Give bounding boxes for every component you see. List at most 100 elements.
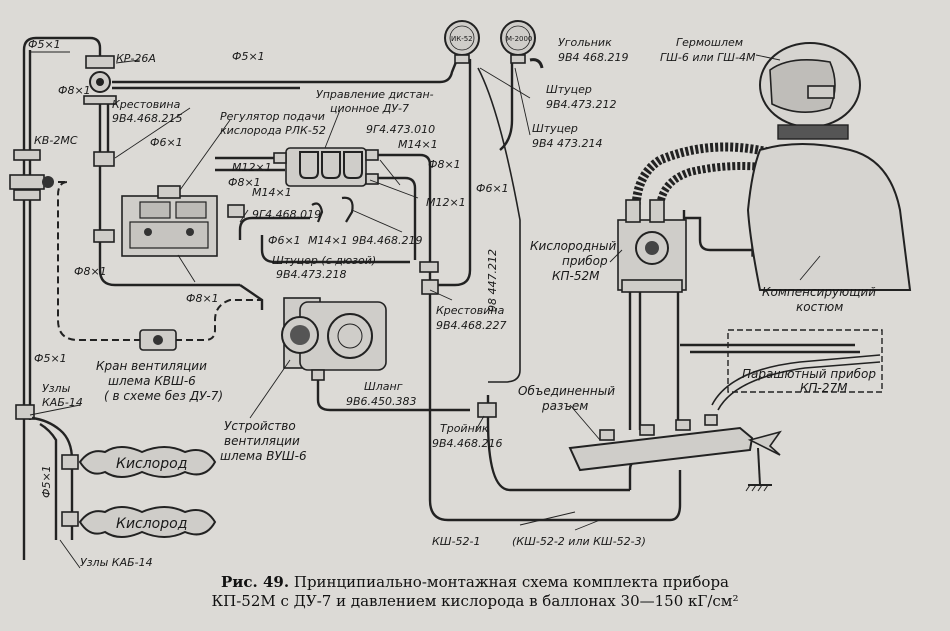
vush6-ventilation-device-icon: [281, 297, 387, 381]
label-uzly-kab-bottom: Узлы КАБ-14: [80, 556, 153, 569]
dashed-kvsh-line: [57, 181, 140, 341]
label-m14x1-c: М14×1: [308, 234, 348, 247]
label-kran-2: шлема КВШ-6: [108, 374, 196, 388]
label-kislorodny-2: прибор: [562, 254, 608, 268]
krestovina-fitting-icon: [93, 151, 115, 167]
regulator-rlk52-icon: [121, 185, 218, 257]
label-shtucer-2: Штуцер: [532, 122, 578, 135]
label-ksh52-23: (КШ-52-2 или КШ-52-3): [512, 535, 646, 548]
label-kr26a: КР-26А: [116, 52, 156, 65]
label-troinik-code: 9В4.468.216: [432, 437, 503, 450]
caption-fig-number: Рис. 49.: [220, 573, 290, 591]
label-upravlenie-1: Управление дистан-: [316, 88, 434, 101]
label-ugolnik: Угольник: [558, 36, 612, 49]
label-98-447-212: 98 447.212: [486, 249, 499, 312]
oxygen-cylinder-1-icon: [78, 446, 217, 478]
label-9g4-468-019: 9Г4.468.019: [252, 208, 321, 221]
label-d8x1-b: Ф8×1: [228, 176, 261, 189]
troinik-fitting-icon: [477, 402, 497, 418]
caption-line-2: КП-52М с ДУ-7 и давлением кислорода в ба…: [211, 592, 739, 610]
label-kompens-2: костюм: [796, 300, 843, 314]
label-germoshlem: Гермошлем: [676, 36, 743, 49]
regulator-left-pipe: [98, 100, 240, 287]
label-ustroistvo-3: шлема ВУШ-6: [220, 449, 307, 463]
top-left-pipe: [22, 36, 102, 62]
oxygen-cylinder-2-icon: [78, 506, 217, 538]
label-shtucer-1-code: 9В4.473.212: [546, 98, 617, 111]
label-shtucer-dyuzoy: Штуцер (с дюзой): [272, 254, 376, 267]
gauge-ik52-icon: [444, 20, 480, 64]
label-9g4-473-010: 9Г4.473.010: [366, 123, 435, 136]
ugolnik-elbow-icon: [529, 58, 544, 69]
oxygen-system-schematic: Ф5×1 КР-26А Ф5×1 ИК-52 М-2000 Угольник 9…: [9, 20, 912, 569]
label-regulator-2: кислорода РЛК-52: [220, 124, 326, 137]
kran-kvsh6-icon: [139, 329, 177, 351]
label-d6x1-a: Ф6×1: [150, 136, 183, 149]
label-kislorodny-3: КП-52М: [552, 269, 600, 283]
label-gauge-ik52: ИК-52: [451, 35, 473, 43]
label-m12x1-b: М12×1: [426, 196, 466, 209]
label-kv2mc: КВ-2МС: [34, 134, 78, 147]
label-ustroistvo-2: вентиляции: [224, 434, 300, 448]
label-parashut-1: Парашютный прибор: [742, 367, 876, 381]
label-regulator-1: Регулятор подачи: [220, 110, 325, 123]
label-m12x1-a: М12×1: [232, 161, 272, 174]
label-d5x1-top-mid: Ф5×1: [232, 50, 265, 63]
label-d8x1-d: Ф8×1: [74, 265, 107, 278]
label-kislorod-2: Кислород: [116, 516, 187, 532]
label-germoshlem-code: ГШ-6 или ГШ-4М: [660, 51, 756, 64]
label-parashut-2: КП-27М: [800, 381, 848, 395]
label-m14x1-b: М14×1: [252, 186, 292, 199]
label-krestovina2: Крестовина: [436, 304, 505, 317]
label-shtucer-2-code: 9В4 473.214: [532, 137, 603, 150]
label-ugolnik-code: 9В4 468.219: [558, 51, 629, 64]
label-d8x1-e: Ф8×1: [186, 292, 219, 305]
kp52m-oxygen-device-icon: [617, 199, 687, 293]
label-upravlenie-2: ционное ДУ-7: [330, 102, 409, 115]
caption-line-1: Принципиально-монтажная схема комплекта …: [293, 573, 729, 591]
label-d5x1-bottom: Ф5×1: [40, 465, 53, 498]
gauge-m2000-icon: [500, 20, 536, 64]
label-d5x1-top-left: Ф5×1: [28, 38, 61, 51]
label-troinik: Тройник: [440, 422, 489, 435]
label-krestovina: Крестовина: [112, 98, 181, 111]
label-kislorodny-1: Кислородный: [530, 239, 617, 253]
compensating-suit-icon: [746, 143, 912, 291]
label-uzly-kab-top-1: Узлы: [42, 382, 71, 395]
label-shtucer-dyuzoy-code: 9В4.473.218: [276, 268, 347, 281]
label-kislorod-1: Кислород: [116, 456, 187, 472]
label-ksh52-1: КШ-52-1: [432, 535, 481, 548]
label-kran-1: Кран вентиляции: [96, 359, 207, 373]
combined-connector-icon: [568, 414, 782, 492]
label-d5x1-left: Ф5×1: [34, 352, 67, 365]
label-shlang: Шланг: [364, 380, 403, 393]
label-9v4-468-219: 9В4.468.219: [352, 234, 423, 247]
krestovina2-fitting-icon: [421, 279, 439, 295]
label-m14x1-a: М14×1: [398, 138, 438, 151]
label-krestovina-code: 9В4.468.215: [112, 112, 183, 125]
du7-remote-control-icon: [273, 147, 379, 187]
label-kompens-1: Компенсирующий: [762, 285, 876, 299]
pressure-helmet-icon: [759, 42, 861, 140]
gauge-down-pipe: [430, 56, 472, 287]
corrugated-hose-icon: [631, 142, 792, 211]
label-krestovina2-code: 9В4.468.227: [436, 319, 507, 332]
label-shlang-code: 9В6.450.383: [346, 395, 417, 408]
top-main-pipe: [112, 61, 458, 84]
label-obedin-1: Объединенный: [518, 384, 615, 398]
label-d6x1-c: Ф6×1: [268, 234, 301, 247]
label-ustroistvo-1: Устройство: [224, 419, 296, 433]
label-shtucer-1: Штуцер: [546, 83, 592, 96]
kab14-node-top-icon: [15, 404, 35, 420]
label-obedin-2: разъем: [541, 399, 588, 413]
parachute-device-kp27m-icon: [727, 329, 883, 393]
fitting-9g4-468-019-icon: [311, 202, 324, 223]
kv2mc-valve-icon: [9, 174, 45, 190]
label-kran-3: ( в схеме без ДУ-7): [104, 389, 223, 403]
label-d6x1-b: Ф6×1: [476, 182, 509, 195]
label-uzly-kab-top-2: КАБ-14: [42, 396, 83, 409]
label-gauge-m2000: М-2000: [506, 35, 532, 43]
label-d8x1-a: Ф8×1: [58, 84, 91, 97]
label-d8x1-c: Ф8×1: [428, 158, 461, 171]
